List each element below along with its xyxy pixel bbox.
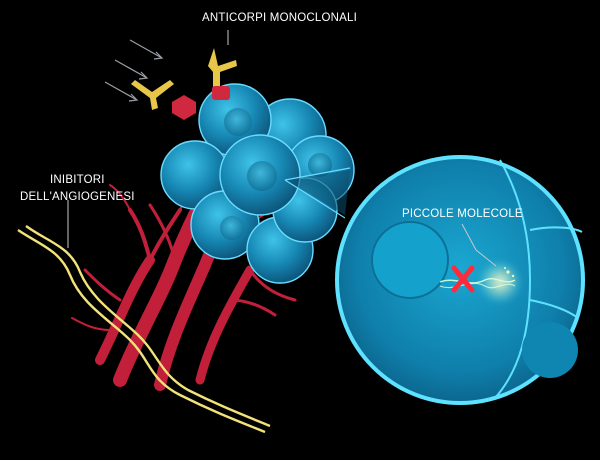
motion-arrows	[104, 39, 164, 102]
label-angiogenesis-inhibitors-line2: DELL'ANGIOGENESI	[20, 191, 135, 203]
receptor-icon	[172, 86, 230, 120]
inhibitor-strand	[17, 225, 271, 434]
label-monoclonal-antibodies: ANTICORPI MONOCLONALI	[202, 12, 357, 24]
label-small-molecules: PICCOLE MOLECOLE	[402, 208, 523, 220]
antibody-icon	[131, 48, 237, 110]
leader-lines	[67, 30, 497, 267]
block-x-icon	[451, 265, 475, 293]
label-angiogenesis-inhibitors: INIBITORI DELL'ANGIOGENESI	[20, 172, 135, 206]
zoom-connector	[284, 167, 351, 219]
label-angiogenesis-inhibitors-line1: INIBITORI	[50, 174, 105, 186]
